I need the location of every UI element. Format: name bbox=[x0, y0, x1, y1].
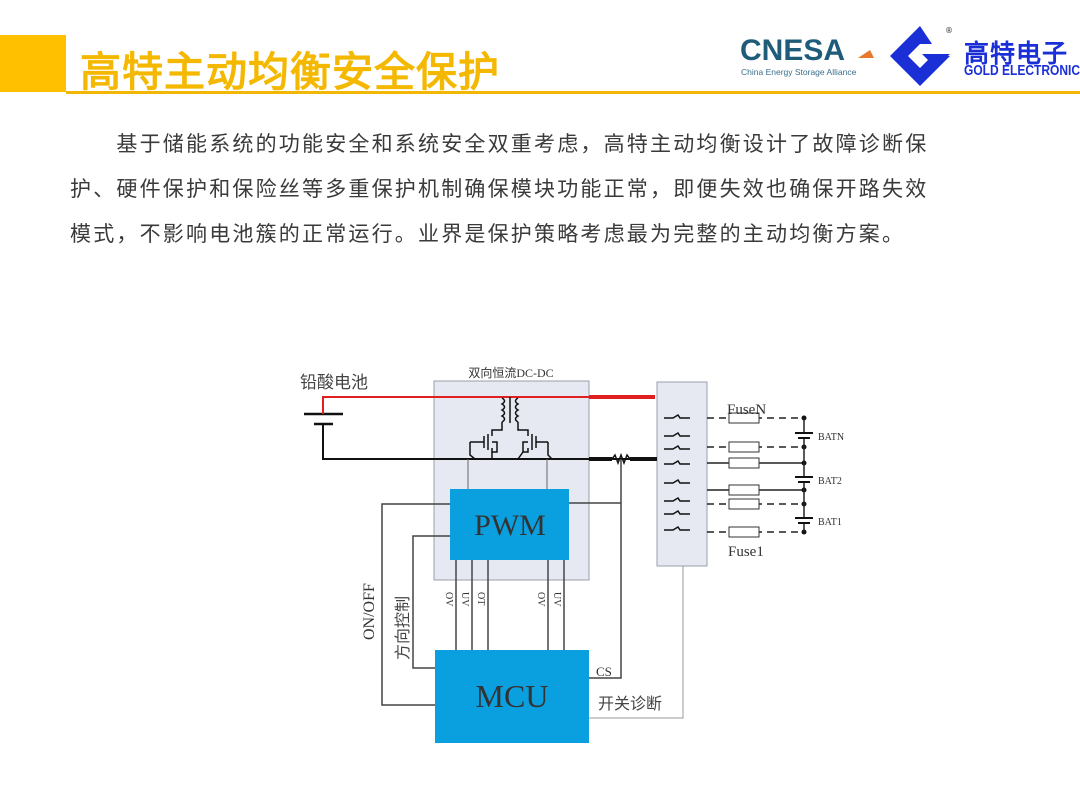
on-off-label: ON/OFF bbox=[361, 583, 378, 640]
lead-acid-battery-symbol bbox=[304, 412, 343, 426]
relay-switch-icons bbox=[664, 413, 690, 531]
switch-diagnosis-wire bbox=[589, 566, 684, 719]
cnesa-logo-text: CNESA bbox=[740, 34, 846, 67]
description-paragraph: 基于储能系统的功能安全和系统安全双重考虑，高特主动均衡设计了故障诊断保 护、硬件… bbox=[70, 122, 1020, 257]
signal-ov-left: OV bbox=[443, 592, 454, 607]
cell-battery-icon bbox=[795, 517, 813, 524]
direction-control-wire bbox=[412, 535, 450, 669]
description-line: 基于储能系统的功能安全和系统安全双重考虑，高特主动均衡设计了故障诊断保 bbox=[70, 132, 929, 156]
switch-array-box bbox=[656, 381, 708, 567]
negative-wire bbox=[322, 424, 655, 460]
fuse-battery-network bbox=[707, 412, 813, 538]
fuse-top-label: FuseN bbox=[727, 402, 766, 418]
header-accent-block bbox=[0, 35, 66, 92]
cell-battery-icon bbox=[795, 476, 813, 483]
signal-uv-left: UV bbox=[459, 592, 470, 607]
relay-switch-icon bbox=[664, 444, 690, 450]
pwm-label: PWM bbox=[474, 509, 546, 542]
fuse-icon bbox=[728, 457, 760, 469]
battery-label-1: BAT1 bbox=[818, 517, 842, 528]
mosfet-right-icon bbox=[517, 422, 553, 460]
mosfet-left-icon bbox=[469, 422, 503, 460]
cnesa-logo: CNESA China Energy Storage Alliance bbox=[740, 34, 880, 82]
cell-battery-icon bbox=[795, 432, 813, 439]
lead-acid-battery-label: 铅酸电池 bbox=[300, 373, 368, 393]
gold-electronic-logo: ® 高特电子 GOLD ELECTRONIC bbox=[888, 24, 1080, 88]
relay-switch-icon bbox=[664, 496, 690, 502]
registered-mark: ® bbox=[945, 26, 953, 35]
relay-switch-icon bbox=[664, 478, 690, 484]
mcu-label: MCU bbox=[476, 678, 549, 714]
fuse-icon bbox=[728, 441, 760, 453]
fuse-icon bbox=[728, 412, 760, 424]
dcdc-title: 双向恒流DC-DC bbox=[468, 365, 553, 380]
cs-label: CS bbox=[596, 664, 612, 679]
header-divider bbox=[66, 91, 1080, 94]
relay-switch-icon bbox=[664, 525, 690, 531]
relay-switch-icon bbox=[664, 459, 690, 465]
fuse-icon bbox=[728, 498, 760, 510]
shunt-resistor-icon bbox=[611, 452, 631, 466]
signal-ov-right: OV bbox=[535, 592, 546, 607]
transformer-icon bbox=[500, 397, 520, 423]
current-sense-wire bbox=[589, 459, 622, 679]
signal-uv-right: UV bbox=[551, 592, 562, 607]
battery-label-n: BATN bbox=[818, 432, 844, 443]
relay-switch-icon bbox=[664, 431, 690, 437]
description-line: 模式，不影响电池簇的正常运行。业界是保护策略考虑最为完整的主动均衡方案。 bbox=[70, 222, 906, 246]
fuse-bottom-label: Fuse1 bbox=[728, 544, 764, 560]
cnesa-logo-subtitle: China Energy Storage Alliance bbox=[741, 67, 857, 77]
direction-control-label: 方向控制 bbox=[393, 596, 412, 660]
switch-diagnosis-label: 开关诊断 bbox=[598, 694, 662, 713]
cnesa-mark-icon bbox=[858, 50, 874, 58]
gold-electronic-cn-name: 高特电子 bbox=[964, 39, 1069, 68]
fuse-icon bbox=[728, 484, 760, 496]
on-off-wire bbox=[381, 503, 450, 706]
page-title: 高特主动均衡安全保护 bbox=[80, 48, 500, 96]
mcu-block bbox=[435, 650, 589, 743]
positive-wire bbox=[322, 396, 655, 414]
relay-switch-icon bbox=[664, 509, 690, 515]
relay-switch-icon bbox=[664, 413, 690, 419]
gold-electronic-mark-icon bbox=[890, 26, 950, 86]
fuse-icon bbox=[728, 526, 760, 538]
pwm-block bbox=[450, 489, 569, 560]
description-line: 护、硬件保护和保险丝等多重保护机制确保模块功能正常，即便失效也确保开路失效 bbox=[70, 177, 929, 201]
gold-electronic-en-name: GOLD ELECTRONIC bbox=[964, 62, 1080, 79]
signal-ot-left: OT bbox=[475, 592, 486, 605]
battery-label-2: BAT2 bbox=[818, 476, 842, 487]
